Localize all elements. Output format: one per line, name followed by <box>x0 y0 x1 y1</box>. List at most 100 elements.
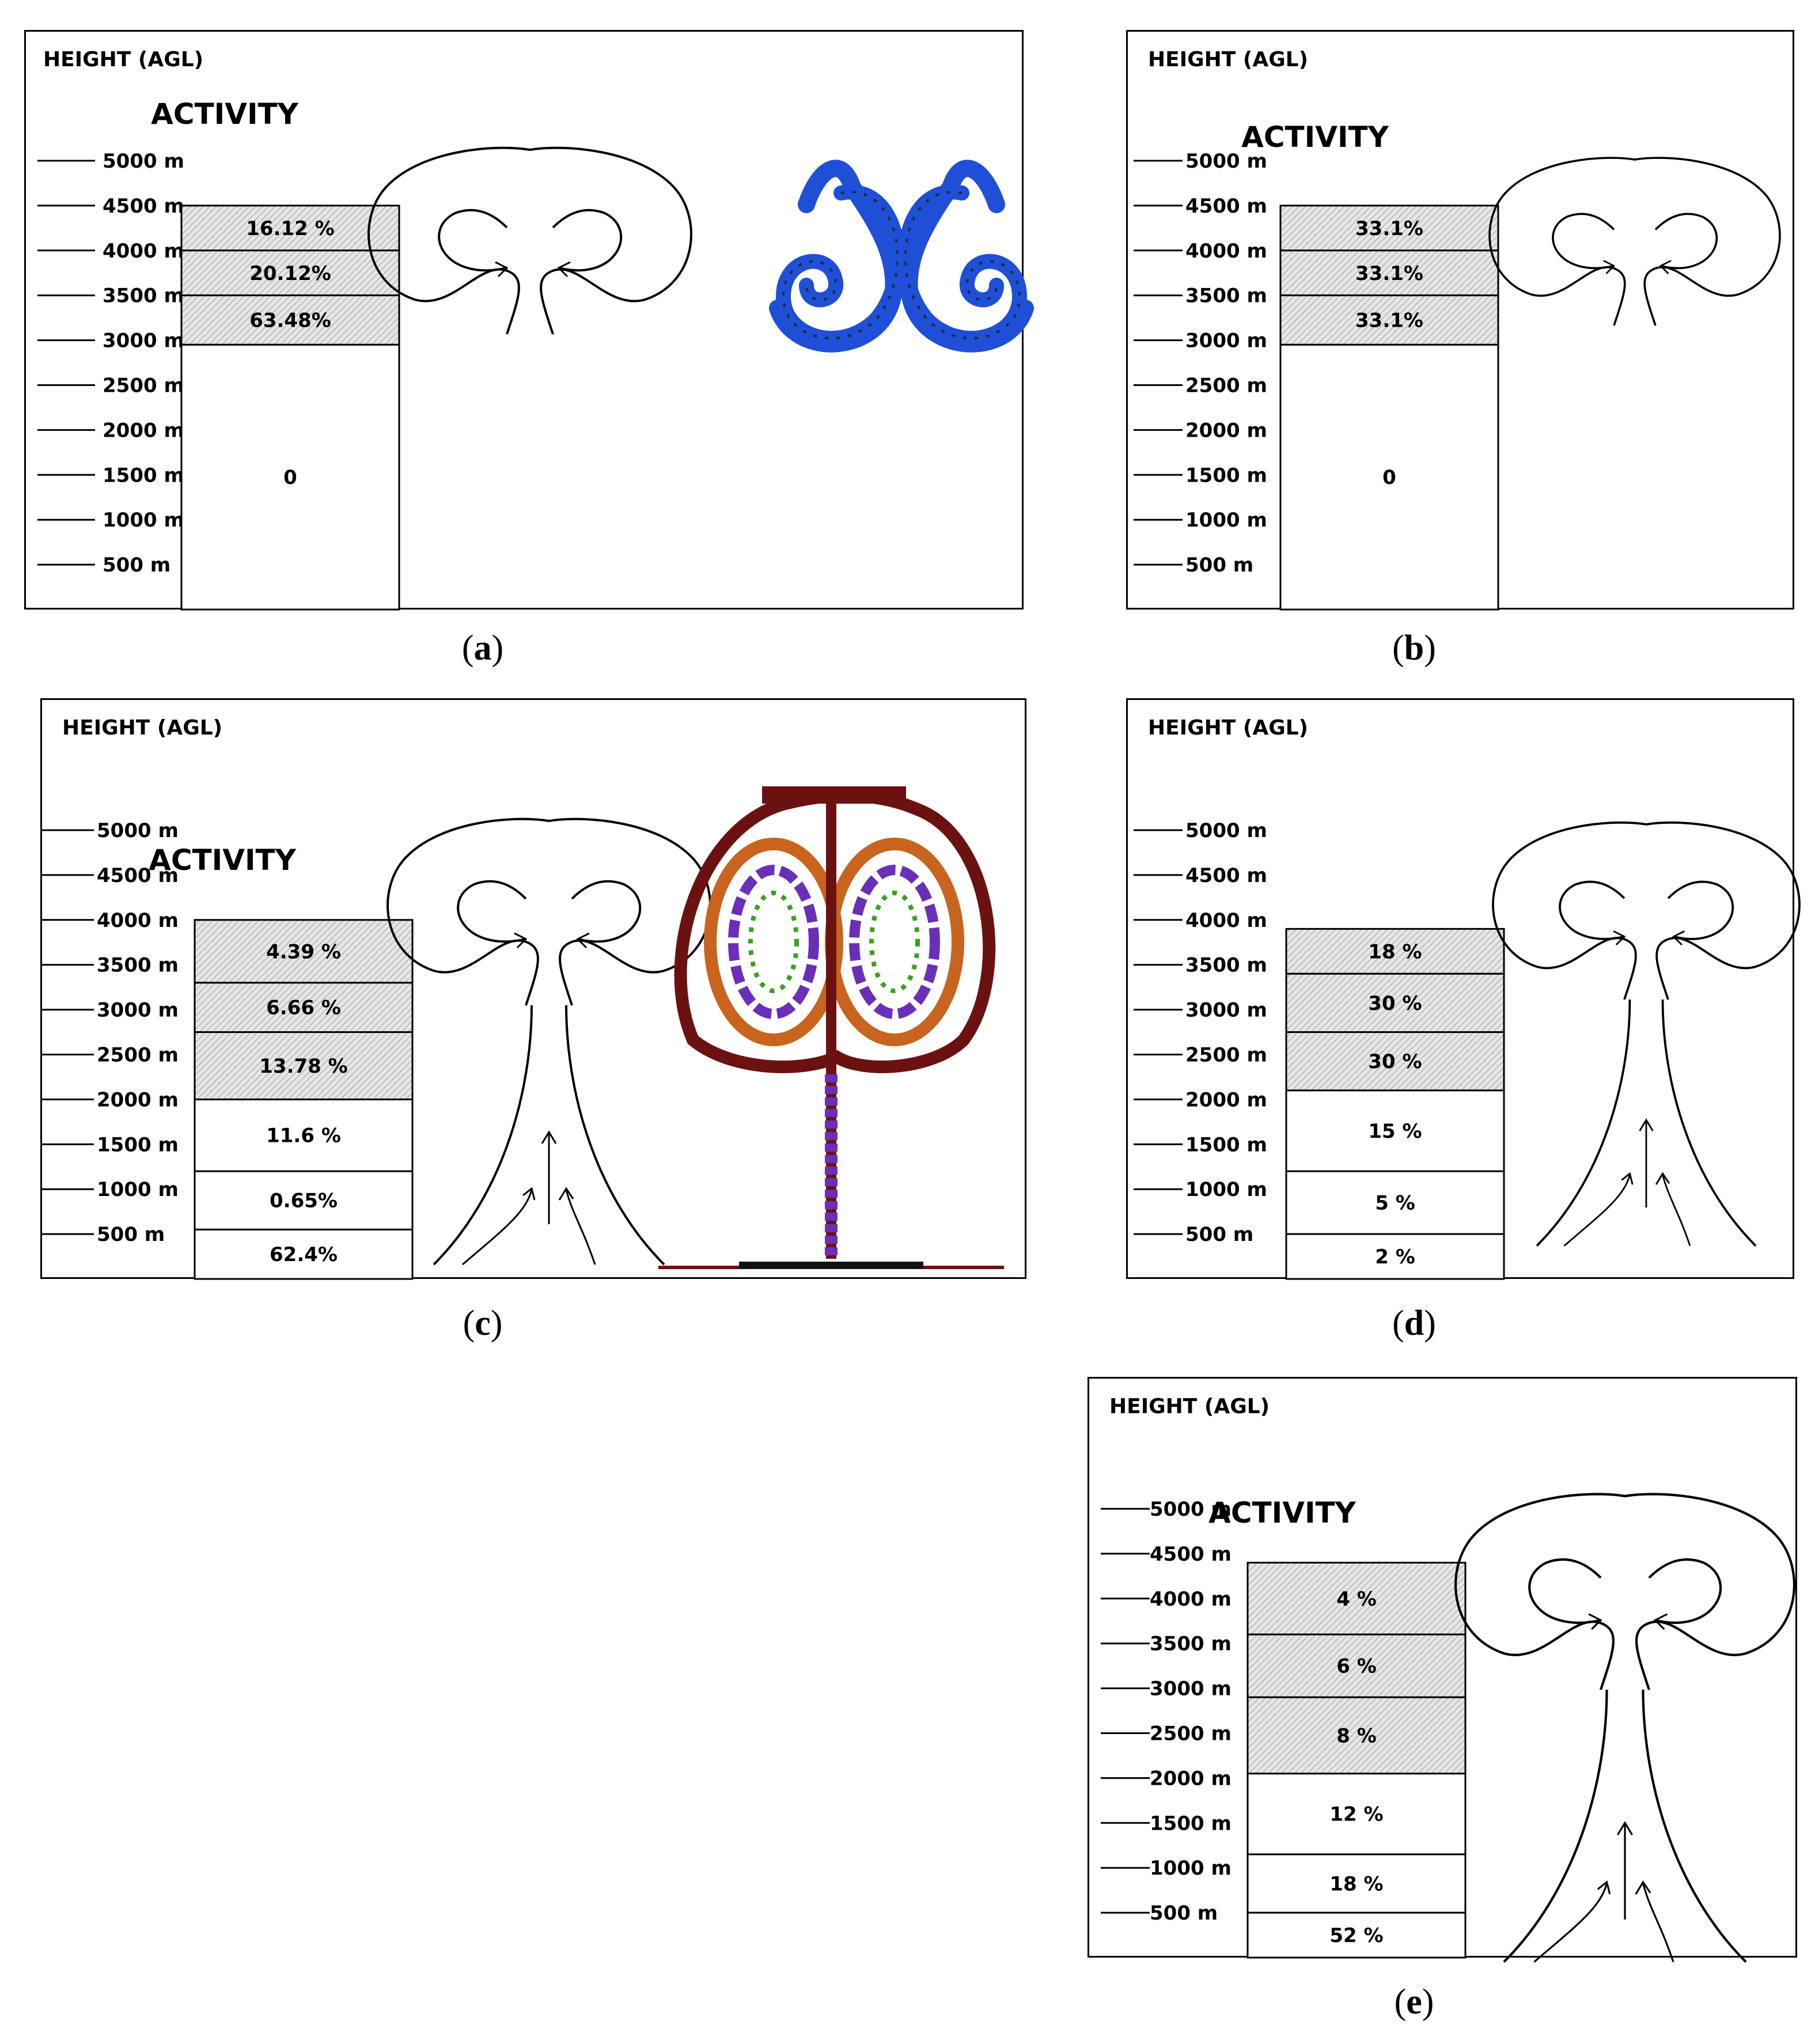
height-tick-label: 4000 m <box>103 240 184 263</box>
height-tick-label: 5000 m <box>103 150 184 173</box>
height-tick-label: 2000 m <box>1150 1767 1232 1790</box>
caption-d: (d) <box>1392 1304 1436 1343</box>
activity-cell-label: 5 % <box>1375 1192 1415 1215</box>
caption-e: (e) <box>1394 1982 1434 2022</box>
height-tick-label: 1500 m <box>1150 1812 1232 1835</box>
activity-cell-label: 63.48% <box>249 309 331 332</box>
activity-cell-label: 30 % <box>1368 992 1422 1015</box>
activity-cell-label: 11.6 % <box>266 1125 341 1148</box>
activity-cell <box>1285 928 1505 975</box>
activity-cell-label: 18 % <box>1329 1872 1383 1895</box>
height-tick-label: 2500 m <box>1150 1723 1232 1746</box>
height-tick-label: 3500 m <box>1185 954 1267 977</box>
activity-cell-label: 6 % <box>1336 1655 1377 1678</box>
height-tick-label: 4000 m <box>1185 240 1267 263</box>
detached-cloud-sketch <box>367 146 692 335</box>
height-tick-label: 4500 m <box>1150 1543 1232 1566</box>
axis-title: HEIGHT (AGL) <box>1148 48 1308 71</box>
axis-title: HEIGHT (AGL) <box>1109 1395 1270 1418</box>
activity-cell-label: 20.12% <box>249 262 331 285</box>
activity-cell-label: 62.4% <box>270 1243 338 1266</box>
height-tick-label: 1000 m <box>97 1178 179 1201</box>
activity-cell <box>1279 343 1499 611</box>
activity-cell-label: 16.12 % <box>246 217 334 240</box>
height-tick-label: 1000 m <box>1185 509 1267 532</box>
activity-cell-label: 33.1% <box>1355 262 1423 285</box>
height-tick-label: 5000 m <box>1185 150 1267 173</box>
activity-cell-label: 30 % <box>1368 1050 1422 1073</box>
activity-cell <box>180 343 400 611</box>
activity-cell <box>194 1228 414 1280</box>
activity-cell-label: 0 <box>283 466 297 489</box>
activity-cell-label: 52 % <box>1329 1924 1383 1947</box>
activity-title: ACTIVITY <box>1241 120 1389 154</box>
activity-cell <box>1246 1911 1467 1959</box>
height-tick-label: 1500 m <box>103 464 184 487</box>
activity-cell <box>1246 1633 1467 1698</box>
height-tick-label: 4000 m <box>1150 1588 1232 1611</box>
activity-cell <box>1246 1773 1467 1856</box>
activity-title: ACTIVITY <box>151 97 299 131</box>
activity-cell <box>1285 1089 1505 1172</box>
activity-cell <box>1246 1561 1467 1636</box>
height-tick-label: 2000 m <box>103 419 184 442</box>
height-tick-label: 500 m <box>1185 554 1253 577</box>
activity-cell-label: 2 % <box>1375 1246 1415 1269</box>
height-tick-label: 3500 m <box>97 954 179 977</box>
height-tick-label: 1500 m <box>97 1133 179 1156</box>
height-tick-label: 4500 m <box>103 195 184 218</box>
height-tick-label: 2500 m <box>97 1044 179 1067</box>
height-tick-label: 3000 m <box>1150 1678 1232 1701</box>
simulation-particles-vortex <box>769 160 1034 353</box>
activity-cell <box>1285 972 1505 1034</box>
height-tick-label: 3500 m <box>103 285 184 308</box>
axis-title: HEIGHT (AGL) <box>1148 716 1308 740</box>
activity-cell-label: 6.66 % <box>266 997 341 1020</box>
activity-cell <box>1279 249 1499 297</box>
height-tick-label: 5000 m <box>1185 819 1267 842</box>
height-tick-label: 1500 m <box>1185 1133 1267 1156</box>
height-tick-label: 4500 m <box>1185 864 1267 887</box>
height-tick-label: 1500 m <box>1185 464 1267 487</box>
activity-cell <box>194 1170 414 1231</box>
activity-title: ACTIVITY <box>1208 1496 1356 1530</box>
activity-cell-label: 15 % <box>1368 1120 1422 1143</box>
height-tick-label: 2000 m <box>1185 419 1267 442</box>
height-tick-label: 4000 m <box>1185 909 1267 932</box>
caption-b: (b) <box>1392 629 1436 668</box>
activity-cell <box>1285 1031 1505 1092</box>
activity-cell-label: 8 % <box>1336 1724 1377 1747</box>
activity-cell-label: 4 % <box>1336 1588 1377 1611</box>
height-tick-label: 2500 m <box>1185 1044 1267 1067</box>
caption-a: (a) <box>461 629 504 668</box>
height-tick-label: 500 m <box>103 554 170 577</box>
activity-cell <box>1246 1696 1467 1775</box>
activity-cell-label: 18 % <box>1368 940 1422 963</box>
height-tick-label: 4500 m <box>1185 195 1267 218</box>
activity-cell <box>180 249 400 297</box>
activity-cell-label: 0 <box>1382 466 1396 489</box>
activity-cell <box>194 919 414 984</box>
height-tick-label: 4500 m <box>97 864 179 887</box>
activity-cell <box>1285 1233 1505 1280</box>
height-tick-label: 1000 m <box>1150 1857 1232 1880</box>
activity-cell-label: 4.39 % <box>266 940 341 963</box>
mushroom-cloud-sketch <box>387 817 711 1266</box>
height-tick-label: 500 m <box>97 1223 165 1246</box>
height-tick-label: 3500 m <box>1150 1633 1232 1656</box>
height-tick-label: 3000 m <box>1185 330 1267 353</box>
height-tick-label: 3000 m <box>103 330 184 353</box>
height-tick-label: 1000 m <box>103 509 184 532</box>
activity-cell <box>180 205 400 252</box>
activity-cell <box>194 982 414 1034</box>
